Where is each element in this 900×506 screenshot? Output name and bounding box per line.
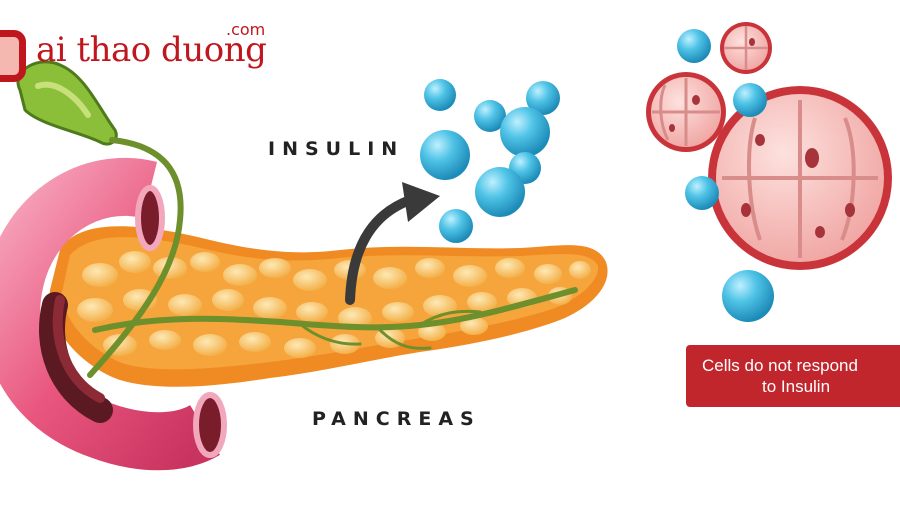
- insulin-label: INSULIN: [268, 138, 405, 160]
- insulin-molecules: [420, 79, 560, 243]
- pancreas-lobules: [77, 251, 591, 358]
- caption-line-1: Cells do not respond: [702, 356, 858, 375]
- logo[interactable]: .com ai thao duong: [0, 8, 290, 82]
- logo-mark-icon: [0, 30, 26, 82]
- pancreas-label: PANCREAS: [312, 408, 481, 430]
- logo-text: ai thao duong: [36, 30, 267, 70]
- cell-large: [708, 86, 892, 270]
- intestine: [0, 157, 227, 471]
- arrow-head: [402, 182, 440, 222]
- pancreas: [49, 226, 608, 387]
- cell-medium: [646, 72, 726, 152]
- gallbladder: [16, 60, 184, 378]
- caption-line-2: to Insulin: [762, 377, 831, 396]
- cell-small: [720, 22, 772, 74]
- cells: [646, 22, 892, 322]
- arrow-icon: [345, 195, 415, 305]
- logo-tld: .com: [226, 20, 266, 39]
- caption-box: Cells do not respond to Insulin: [686, 345, 900, 407]
